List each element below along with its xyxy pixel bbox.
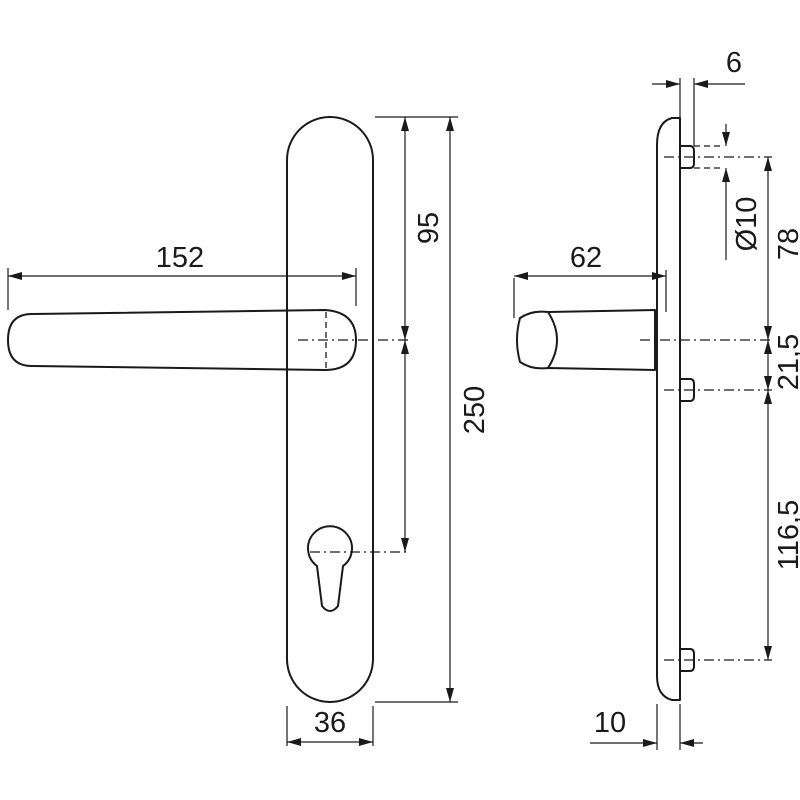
dim-label-78: 78	[773, 228, 800, 260]
front-view: 152 95 250 36	[7, 116, 491, 746]
side-lever-outline	[516, 309, 656, 371]
dim-label-95: 95	[413, 212, 445, 244]
dim-label-152: 152	[156, 242, 204, 274]
lever-handle-outline	[7, 309, 357, 371]
backplate-outline	[286, 116, 374, 703]
side-lever-end-curve	[547, 311, 558, 369]
dim-label-6: 6	[726, 47, 742, 79]
dim-label-250: 250	[459, 386, 491, 434]
dim-label-10: 10	[594, 707, 626, 739]
side-plate-outline	[656, 117, 681, 701]
dim-label-36: 36	[314, 707, 346, 739]
dim-label-62: 62	[570, 242, 602, 274]
side-view: 62 6 10 Ø10 78 21,5 116,5	[513, 47, 800, 750]
dim-label-dia10: Ø10	[731, 197, 763, 252]
dim-label-21-5: 21,5	[773, 334, 800, 390]
dim-label-116-5: 116,5	[773, 500, 800, 570]
cylinder-keyhole	[307, 525, 353, 612]
